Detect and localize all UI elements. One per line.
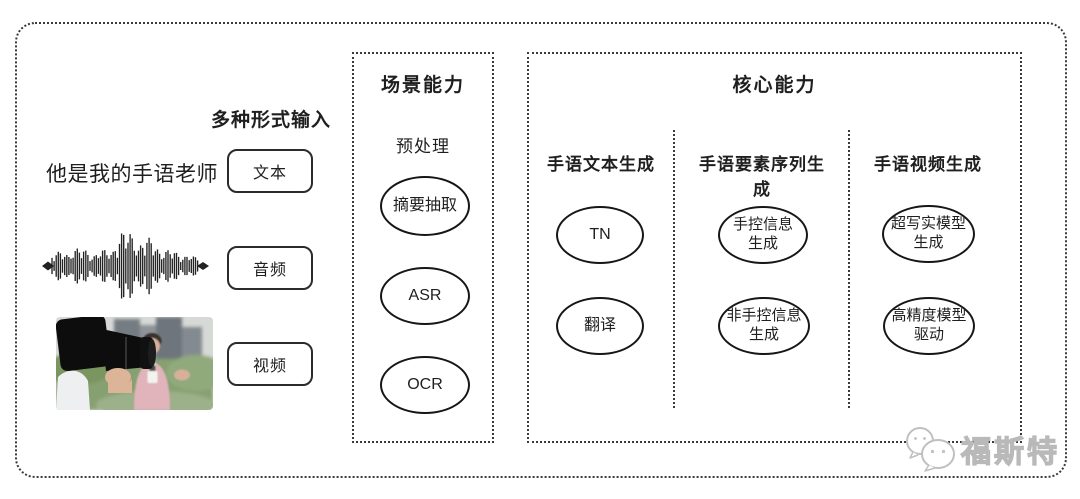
core-capability-panel: 核心能力 手语文本生成 手语要素序列生成 手语视频生成 TN 翻译 手控信息 生… xyxy=(527,52,1022,443)
column-divider xyxy=(673,130,675,408)
node-non-manual-info-generation: 非手控信息 生成 xyxy=(718,297,810,355)
photo-camera xyxy=(56,317,156,410)
watermark-text: 福斯特 xyxy=(960,435,1060,469)
column-label-text-generation: 手语文本生成 xyxy=(547,155,655,174)
waveform-icon xyxy=(42,228,210,304)
input-text-sample: 他是我的手语老师 xyxy=(46,163,218,186)
core-panel-title: 核心能力 xyxy=(732,75,817,96)
watermark: 福斯特 xyxy=(903,425,1060,473)
node-summary-extraction: 摘要抽取 xyxy=(380,176,470,236)
node-manual-info-generation: 手控信息 生成 xyxy=(718,206,808,264)
node-high-precision-model-driving: 高精度模型 驱动 xyxy=(883,297,975,355)
scene-capability-panel: 场景能力 预处理 摘要抽取 ASR OCR xyxy=(352,52,494,443)
input-type-label-text: 文本 xyxy=(252,165,287,182)
input-type-box-video: 视频 xyxy=(227,342,313,386)
node-asr: ASR xyxy=(380,267,470,325)
node-ocr: OCR xyxy=(380,356,470,414)
preprocess-label: 预处理 xyxy=(396,137,450,156)
chat-bubbles-logo-icon xyxy=(906,427,955,472)
input-type-label-audio: 音频 xyxy=(252,262,287,279)
column-divider xyxy=(848,130,850,408)
node-tn: TN xyxy=(556,206,644,264)
video-thumbnail xyxy=(56,317,213,410)
column-label-video-generation: 手语视频生成 xyxy=(874,155,982,174)
input-type-box-audio: 音频 xyxy=(227,246,313,290)
input-section-title: 多种形式输入 xyxy=(210,110,331,131)
column-label-element-sequence-generation: 手语要素序列生成 xyxy=(699,155,825,199)
scene-panel-title: 场景能力 xyxy=(380,75,465,96)
input-type-label-video: 视频 xyxy=(252,358,287,375)
node-hyperrealistic-model-generation: 超写实模型 生成 xyxy=(882,205,975,263)
node-translation: 翻译 xyxy=(556,297,644,355)
input-type-box-text: 文本 xyxy=(227,149,313,193)
